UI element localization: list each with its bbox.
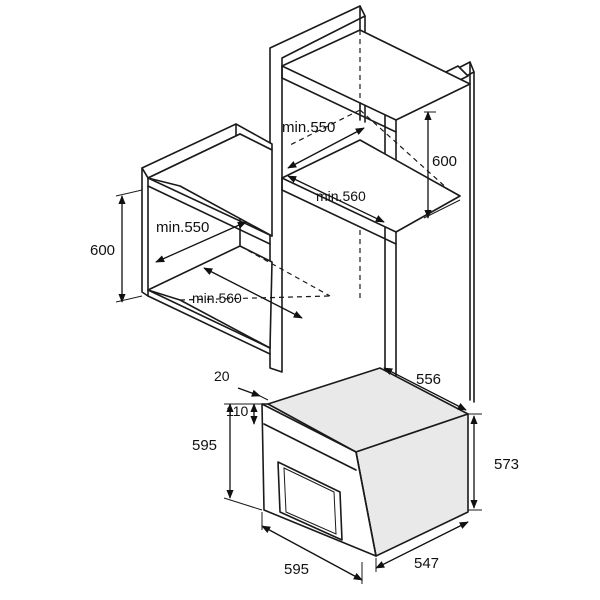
label-lower-depth: min.550 [156, 219, 209, 236]
label-body-depth: 547 [414, 555, 439, 572]
base-box-cabinet [141, 123, 331, 355]
label-upper-height: 600 [432, 153, 457, 170]
built-in-oven [261, 367, 469, 557]
label-lower-height: 600 [90, 242, 115, 259]
label-lower-width: min.560 [192, 290, 242, 306]
label-control-panel-height: 110 [226, 403, 249, 419]
label-panel-thickness: 20 [214, 368, 230, 384]
label-body-width: 556 [416, 371, 441, 388]
tall-column-cabinet [269, 5, 475, 405]
label-upper-depth: min.550 [282, 119, 335, 136]
dimension-labels: min.550 600 min.560 600 min.550 min.560 … [90, 119, 519, 578]
label-front-height: 595 [192, 437, 217, 454]
label-body-height: 573 [494, 456, 519, 473]
label-front-width: 595 [284, 561, 309, 578]
label-upper-width: min.560 [316, 188, 366, 204]
dimension-lines [115, 111, 482, 584]
